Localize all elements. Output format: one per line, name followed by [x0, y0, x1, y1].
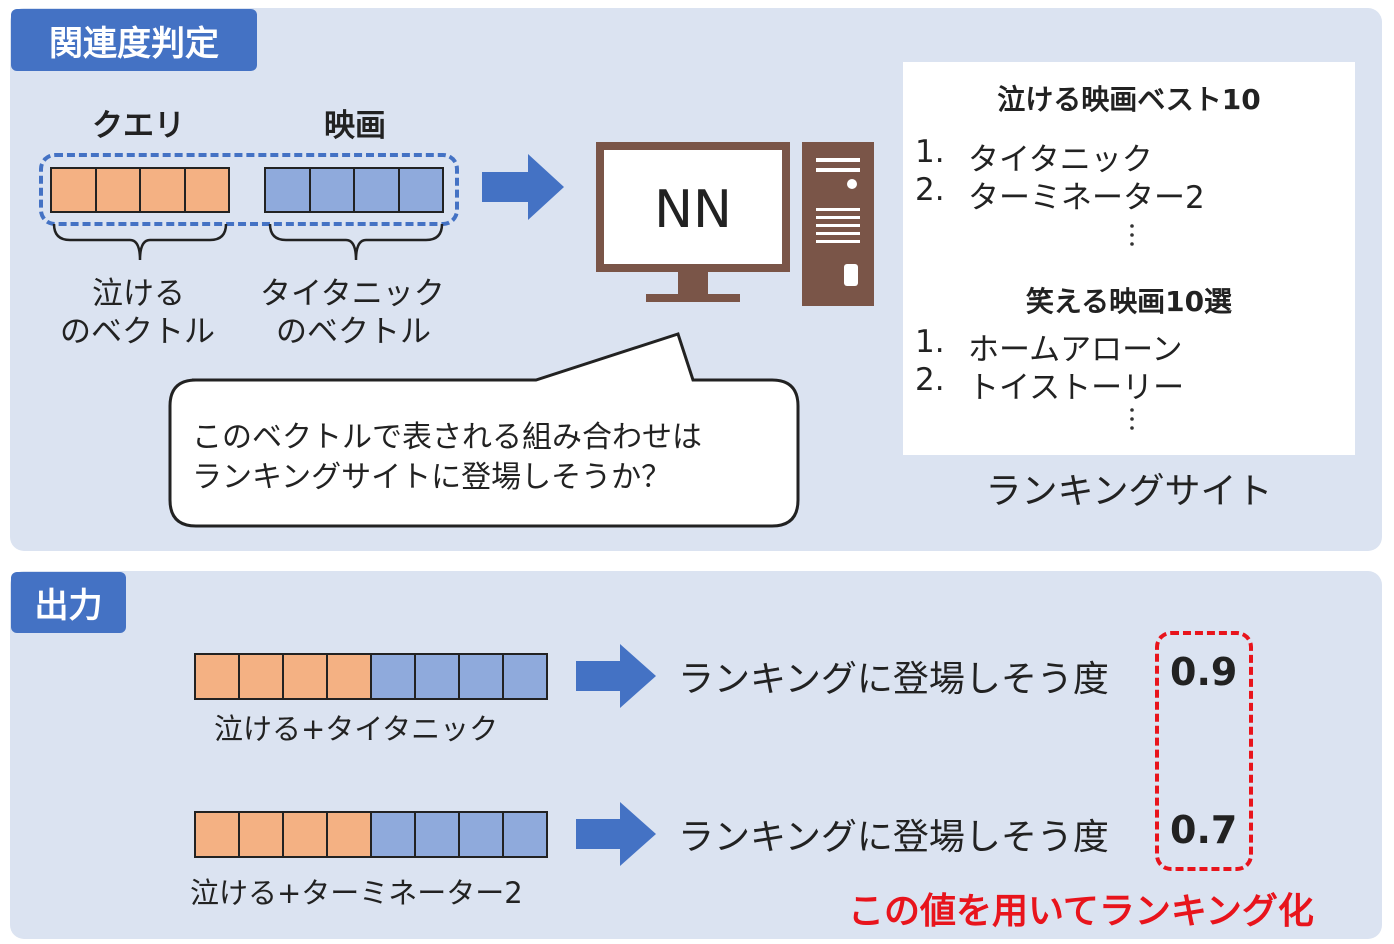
ellipsis-vertical-icon — [1130, 408, 1134, 430]
speech-bubble — [168, 332, 800, 528]
output-row-caption: 泣ける+タイタニック — [214, 712, 499, 746]
conclusion-text: この値を用いてランキング化 — [848, 891, 1314, 932]
output-panel — [10, 571, 1382, 939]
arrow-right-icon — [576, 802, 656, 866]
score-label: ランキングに登場しそう度 — [678, 817, 1109, 858]
movie-header: 映画 — [324, 108, 386, 144]
query-caption-line1: 泣ける — [92, 276, 185, 312]
score-value: 0.9 — [1170, 650, 1238, 694]
list2-item-title: トイストーリー — [968, 370, 1185, 406]
list2-title: 笑える映画10選 — [1025, 285, 1233, 318]
speech-line2: ランキングサイトに登場しそうか？ — [192, 460, 672, 495]
list1-title: 泣ける映画ベスト10 — [997, 83, 1261, 116]
query-vector — [50, 167, 230, 213]
movie-caption-line2: のベクトル — [276, 314, 431, 350]
movie-vector — [264, 167, 444, 213]
combined-vector — [194, 653, 548, 700]
list1-item-title: ターミネーター2 — [968, 180, 1205, 216]
query-caption-line2: のベクトル — [60, 314, 215, 350]
movie-caption-line1: タイタニック — [260, 276, 445, 312]
combined-vector — [194, 811, 548, 858]
list2-item-num: 1. — [915, 324, 945, 360]
speech-line1: このベクトルで表される組み合わせは — [192, 420, 702, 455]
score-label: ランキングに登場しそう度 — [678, 659, 1109, 700]
ellipsis-vertical-icon — [1130, 224, 1134, 246]
nn-model-label: NN — [654, 180, 732, 240]
section-label-output: 出力 — [11, 572, 126, 633]
combined-vector-frame — [39, 153, 459, 226]
list1-item-num: 2. — [915, 172, 945, 208]
section-label-relevance: 関連度判定 — [11, 9, 257, 71]
query-brace — [52, 223, 228, 261]
query-header: クエリ — [92, 108, 185, 144]
score-value: 0.7 — [1170, 808, 1238, 852]
list1-item-title: タイタニック — [968, 142, 1153, 178]
ranking-site-caption: ランキングサイト — [985, 471, 1273, 512]
arrow-right-icon — [576, 644, 656, 708]
computer-icon — [596, 142, 874, 306]
output-row-caption: 泣ける+ターミネーター2 — [190, 876, 523, 910]
score-highlight-frame — [1155, 631, 1253, 871]
list2-item-num: 2. — [915, 362, 945, 398]
list1-item-num: 1. — [915, 134, 945, 170]
ranking-site-card — [903, 62, 1355, 455]
list2-item-title: ホームアローン — [968, 332, 1183, 368]
movie-brace — [268, 223, 444, 261]
arrow-right-icon — [482, 154, 564, 220]
